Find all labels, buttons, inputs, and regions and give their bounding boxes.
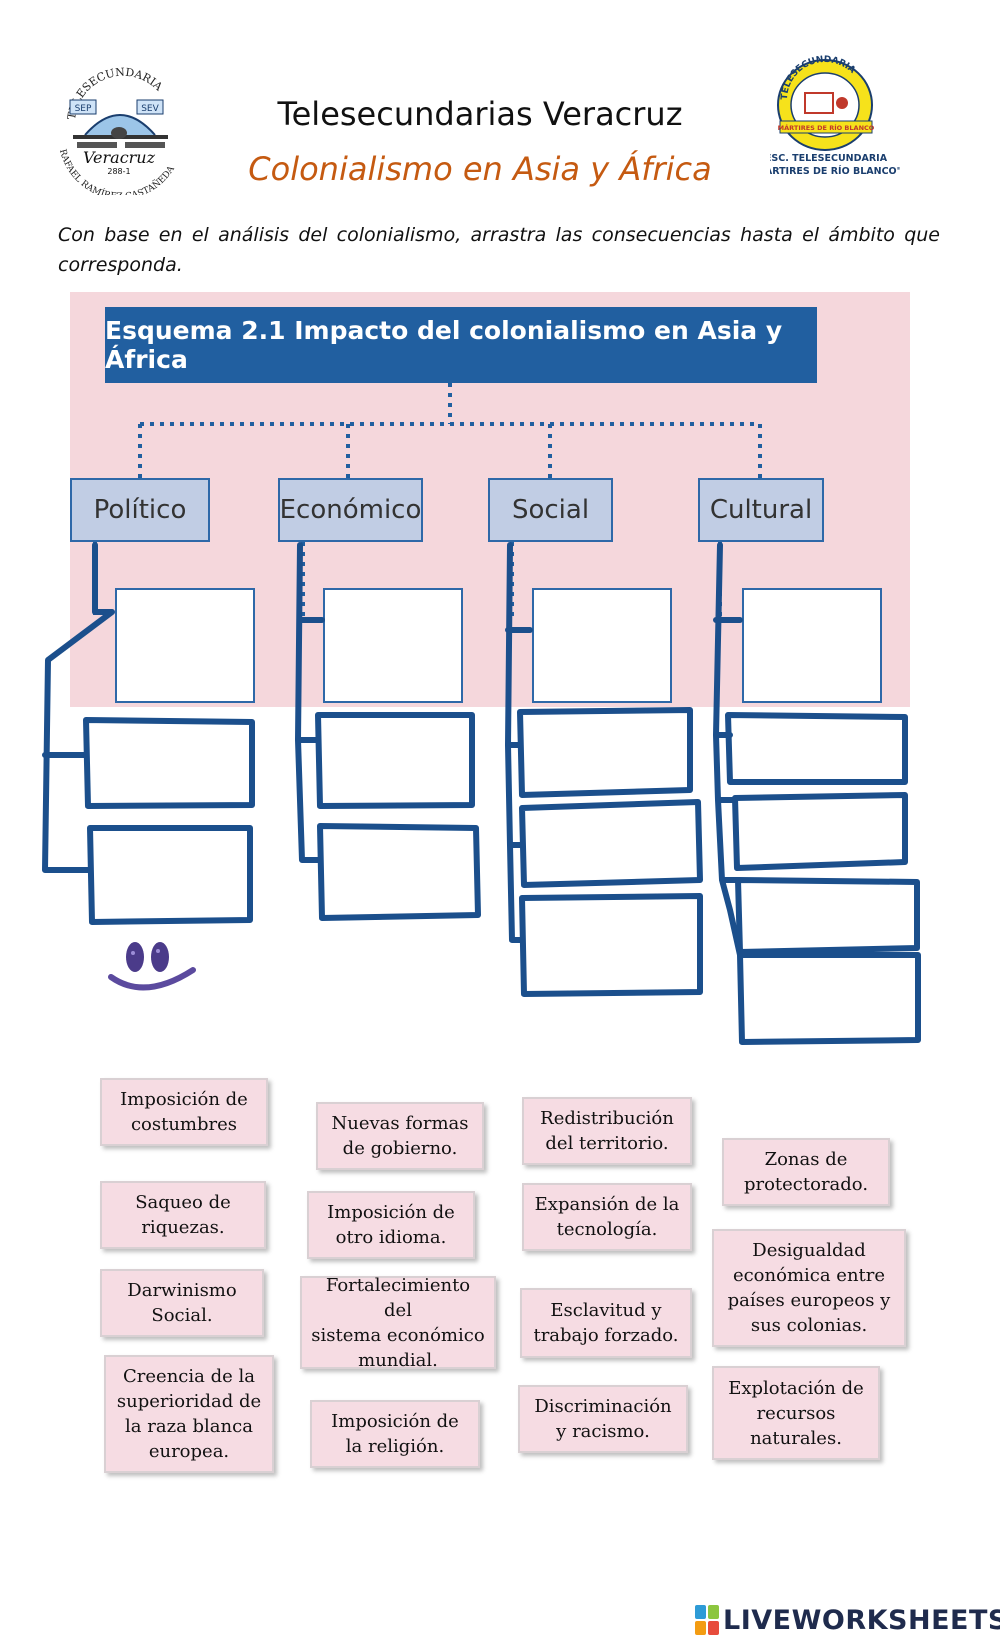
telesecundaria-seal-icon: TELESECUNDARIA SEP SEV Veracruz 288-1 RA… bbox=[57, 66, 177, 203]
drop-zone-social-3[interactable] bbox=[522, 802, 700, 885]
brand-square-4 bbox=[708, 1621, 719, 1635]
shield-line2: "MÁRTIRES DE RÍO BLANCO" bbox=[770, 165, 900, 177]
answer-card[interactable]: Desigualdad económica entre países europ… bbox=[712, 1229, 906, 1347]
answer-card[interactable]: Fortalecimiento del sistema económico mu… bbox=[300, 1275, 496, 1371]
category-social: Social bbox=[488, 478, 613, 542]
school-shield-logo: TELESECUNDARIA MÁRTIRES DE RÍO BLANCO ES… bbox=[750, 55, 901, 185]
shield-ribbon-text: MÁRTIRES DE RÍO BLANCO bbox=[778, 123, 875, 132]
school-shield-icon: TELESECUNDARIA MÁRTIRES DE RÍO BLANCO ES… bbox=[750, 55, 901, 177]
seal-sep-badge: SEP bbox=[75, 104, 92, 114]
answer-card[interactable]: Saqueo de riquezas. bbox=[100, 1181, 266, 1249]
printed-answer-box-cultural bbox=[742, 588, 882, 703]
seal-script-text: Veracruz bbox=[83, 148, 156, 167]
drop-zone-politico-1[interactable] bbox=[115, 588, 255, 703]
category-economico: Económico bbox=[278, 478, 423, 542]
smiley-face-icon bbox=[108, 942, 196, 991]
drop-zone-economico-3[interactable] bbox=[320, 826, 478, 918]
brand-square-1 bbox=[695, 1605, 706, 1619]
answer-card[interactable]: Discriminación y racismo. bbox=[518, 1385, 688, 1453]
category-politico: Político bbox=[70, 478, 210, 542]
liveworksheets-logo-icon bbox=[695, 1605, 719, 1635]
printed-answer-box-politico bbox=[115, 588, 255, 703]
liveworksheets-brand: LIVEWORKSHEETS bbox=[695, 1603, 1000, 1637]
drop-zone-economico-2[interactable] bbox=[318, 715, 472, 805]
drop-zone-cultural-1[interactable] bbox=[742, 588, 882, 703]
drop-zone-social-1[interactable] bbox=[532, 588, 672, 703]
brand-text: LIVEWORKSHEETS bbox=[723, 1604, 1000, 1636]
answer-card[interactable]: Imposición de costumbres bbox=[100, 1078, 268, 1146]
scheme-title-banner: Esquema 2.1 Impacto del colonialismo en … bbox=[105, 307, 817, 383]
drop-zone-cultural-5[interactable] bbox=[740, 955, 918, 1042]
answer-card[interactable]: Darwinismo Social. bbox=[100, 1269, 264, 1337]
instructions-text: Con base en el análisis del colonialismo… bbox=[58, 224, 940, 276]
page-title: Colonialismo en Asia y África bbox=[248, 150, 712, 188]
answer-card[interactable]: Creencia de la superioridad de la raza b… bbox=[104, 1355, 274, 1473]
category-cultural: Cultural bbox=[698, 478, 824, 542]
answer-card[interactable]: Nuevas formas de gobierno. bbox=[316, 1102, 484, 1170]
scheme-title: Esquema 2.1 Impacto del colonialismo en … bbox=[105, 316, 783, 374]
answer-card[interactable]: Redistribución del territorio. bbox=[522, 1097, 692, 1165]
site-title: Telesecundarias Veracruz bbox=[277, 95, 683, 133]
answer-card[interactable]: Expansión de la tecnología. bbox=[522, 1183, 692, 1251]
answer-card[interactable]: Zonas de protectorado. bbox=[722, 1138, 890, 1206]
answer-card[interactable]: Explotación de recursos naturales. bbox=[712, 1366, 880, 1460]
drop-zone-politico-3[interactable] bbox=[90, 828, 250, 922]
seal-sev-badge: SEV bbox=[141, 104, 159, 114]
answer-card[interactable]: Imposición de otro idioma. bbox=[307, 1191, 475, 1259]
answer-card[interactable]: Esclavitud y trabajo forzado. bbox=[520, 1288, 692, 1358]
drop-zone-social-4[interactable] bbox=[522, 896, 700, 994]
answer-card[interactable]: Imposición de la religión. bbox=[310, 1400, 480, 1468]
printed-answer-box-social bbox=[532, 588, 672, 703]
drop-zone-economico-1[interactable] bbox=[323, 588, 463, 703]
seal-code: 288-1 bbox=[107, 167, 130, 176]
drop-zone-cultural-3[interactable] bbox=[735, 795, 905, 868]
brand-square-3 bbox=[695, 1621, 706, 1635]
drop-zone-social-2[interactable] bbox=[520, 710, 690, 795]
drop-zone-cultural-4[interactable] bbox=[738, 880, 917, 952]
brand-square-2 bbox=[708, 1605, 719, 1619]
telesecundaria-seal-logo: TELESECUNDARIA SEP SEV Veracruz 288-1 RA… bbox=[55, 55, 185, 203]
drop-zone-politico-2[interactable] bbox=[86, 720, 252, 806]
drop-zone-cultural-2[interactable] bbox=[728, 715, 905, 782]
shield-line1: ESC. TELESECUNDARIA bbox=[770, 153, 888, 164]
